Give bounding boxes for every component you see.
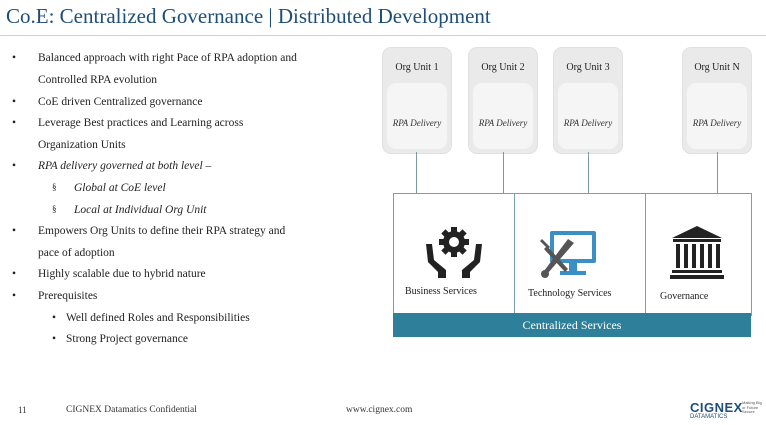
bullet-marker: • xyxy=(12,225,17,237)
confidential-notice: CIGNEX Datamatics Confidential xyxy=(66,405,197,415)
technology-services-label: Technology Services xyxy=(528,288,612,299)
bullet-text: Balanced approach with right Pace of RPA… xyxy=(38,52,297,64)
rpa-delivery-label: RPA Delivery xyxy=(392,118,442,128)
bullet-text: Prerequisites xyxy=(38,290,98,302)
footer-url: www.cignex.com xyxy=(346,405,413,415)
bullet-text: Highly scalable due to hybrid nature xyxy=(38,268,206,280)
bullet-marker: • xyxy=(12,52,17,64)
org-unit-3: Org Unit 3 RPA Delivery xyxy=(553,47,623,154)
bullet-marker: • xyxy=(12,117,17,129)
column-divider xyxy=(645,194,646,315)
logo-subtitle: DATAMATICS xyxy=(690,414,728,420)
bullet-marker: • xyxy=(12,160,17,172)
monitor-tools-icon xyxy=(540,231,596,278)
bullet-marker: • xyxy=(52,333,57,345)
org-unit-name: Org Unit 1 xyxy=(395,62,439,73)
bullet-marker: • xyxy=(52,312,57,324)
connector-line xyxy=(588,152,589,194)
governance-label: Governance xyxy=(660,291,709,302)
bullet-text: pace of adoption xyxy=(38,247,115,259)
gear-hands-icon xyxy=(426,227,482,278)
bullet-marker: • xyxy=(12,268,17,280)
bullet-marker: • xyxy=(12,96,17,108)
connector-line xyxy=(416,152,417,194)
bullet-text: RPA delivery governed at both level – xyxy=(38,160,212,172)
connector-line xyxy=(503,152,504,194)
bullet-text: Strong Project governance xyxy=(66,333,188,345)
bullet-text: CoE driven Centralized governance xyxy=(38,96,203,108)
company-logo: CIGNEX DATAMATICS Making Big or Future S… xyxy=(690,400,762,422)
bullet-marker: • xyxy=(12,290,17,302)
delivery-panel xyxy=(687,83,747,149)
logo-wordmark: CIGNEX xyxy=(690,400,743,415)
bullet-text: Controlled RPA evolution xyxy=(38,74,158,86)
bullet-marker: § xyxy=(52,204,57,214)
bullet-text: Organization Units xyxy=(38,139,126,151)
connector-line xyxy=(717,152,718,194)
bullet-text: Empowers Org Units to define their RPA s… xyxy=(38,225,286,237)
centralized-services-bar: Centralized Services xyxy=(393,313,751,337)
rpa-delivery-label: RPA Delivery xyxy=(478,118,528,128)
org-unit-1: Org Unit 1 RPA Delivery xyxy=(382,47,452,154)
delivery-panel xyxy=(473,83,533,149)
bullet-text: Local at Individual Org Unit xyxy=(74,204,207,216)
column-divider xyxy=(514,194,515,315)
business-services-label: Business Services xyxy=(405,286,477,297)
rpa-delivery-label: RPA Delivery xyxy=(692,118,742,128)
bullet-text: Global at CoE level xyxy=(74,182,166,194)
org-unit-name: Org Unit N xyxy=(694,62,740,73)
institution-icon xyxy=(670,226,724,279)
page-title: Co.E: Centralized Governance | Distribut… xyxy=(6,4,491,28)
bullet-text: Leverage Best practices and Learning acr… xyxy=(38,117,244,129)
org-unit-name: Org Unit 2 xyxy=(481,62,525,73)
bullet-text: Well defined Roles and Responsibilities xyxy=(66,312,250,324)
title-divider xyxy=(0,35,766,36)
logo-tagline: Making Big or Future Secure xyxy=(742,400,762,414)
delivery-panel xyxy=(387,83,447,149)
org-unit-2: Org Unit 2 RPA Delivery xyxy=(468,47,538,154)
page-number: 11 xyxy=(18,405,27,415)
delivery-panel xyxy=(558,83,618,149)
org-unit-n: Org Unit N RPA Delivery xyxy=(682,47,752,154)
rpa-delivery-label: RPA Delivery xyxy=(563,118,613,128)
bullet-marker: § xyxy=(52,182,57,192)
org-unit-name: Org Unit 3 xyxy=(566,62,610,73)
